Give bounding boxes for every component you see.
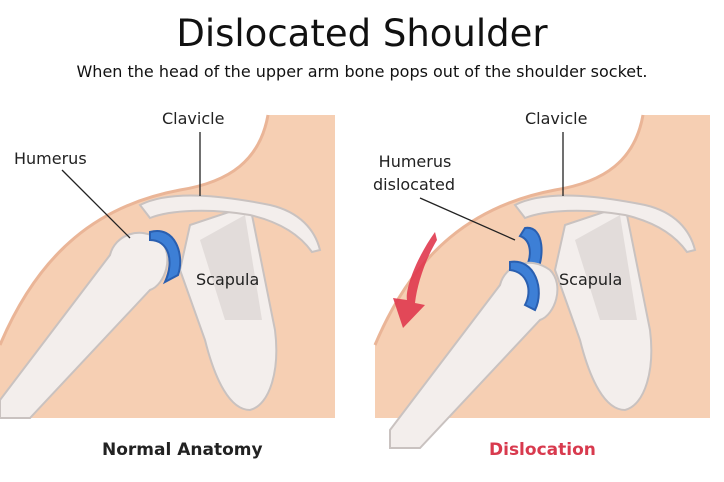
label-scapula-dislocated: Scapula: [559, 270, 623, 289]
caption-dislocation: Dislocation: [489, 440, 596, 460]
down-arrow-icon: [393, 232, 437, 328]
label-scapula-normal: Scapula: [196, 270, 260, 289]
label-humerus-normal: Humerus: [14, 149, 87, 168]
label-humerus-dislocated-2: dislocated: [373, 175, 456, 194]
caption-normal-anatomy: Normal Anatomy: [102, 440, 263, 460]
label-clavicle-normal: Clavicle: [162, 109, 225, 128]
label-clavicle-dislocated: Clavicle: [525, 109, 588, 128]
dislocation-illustration: [373, 113, 712, 449]
page-subtitle: When the head of the upper arm bone pops…: [76, 62, 648, 81]
normal-anatomy-illustration: [0, 113, 337, 420]
label-humerus-dislocated-1: Humerus: [378, 152, 452, 171]
page-title: Dislocated Shoulder: [176, 12, 548, 55]
